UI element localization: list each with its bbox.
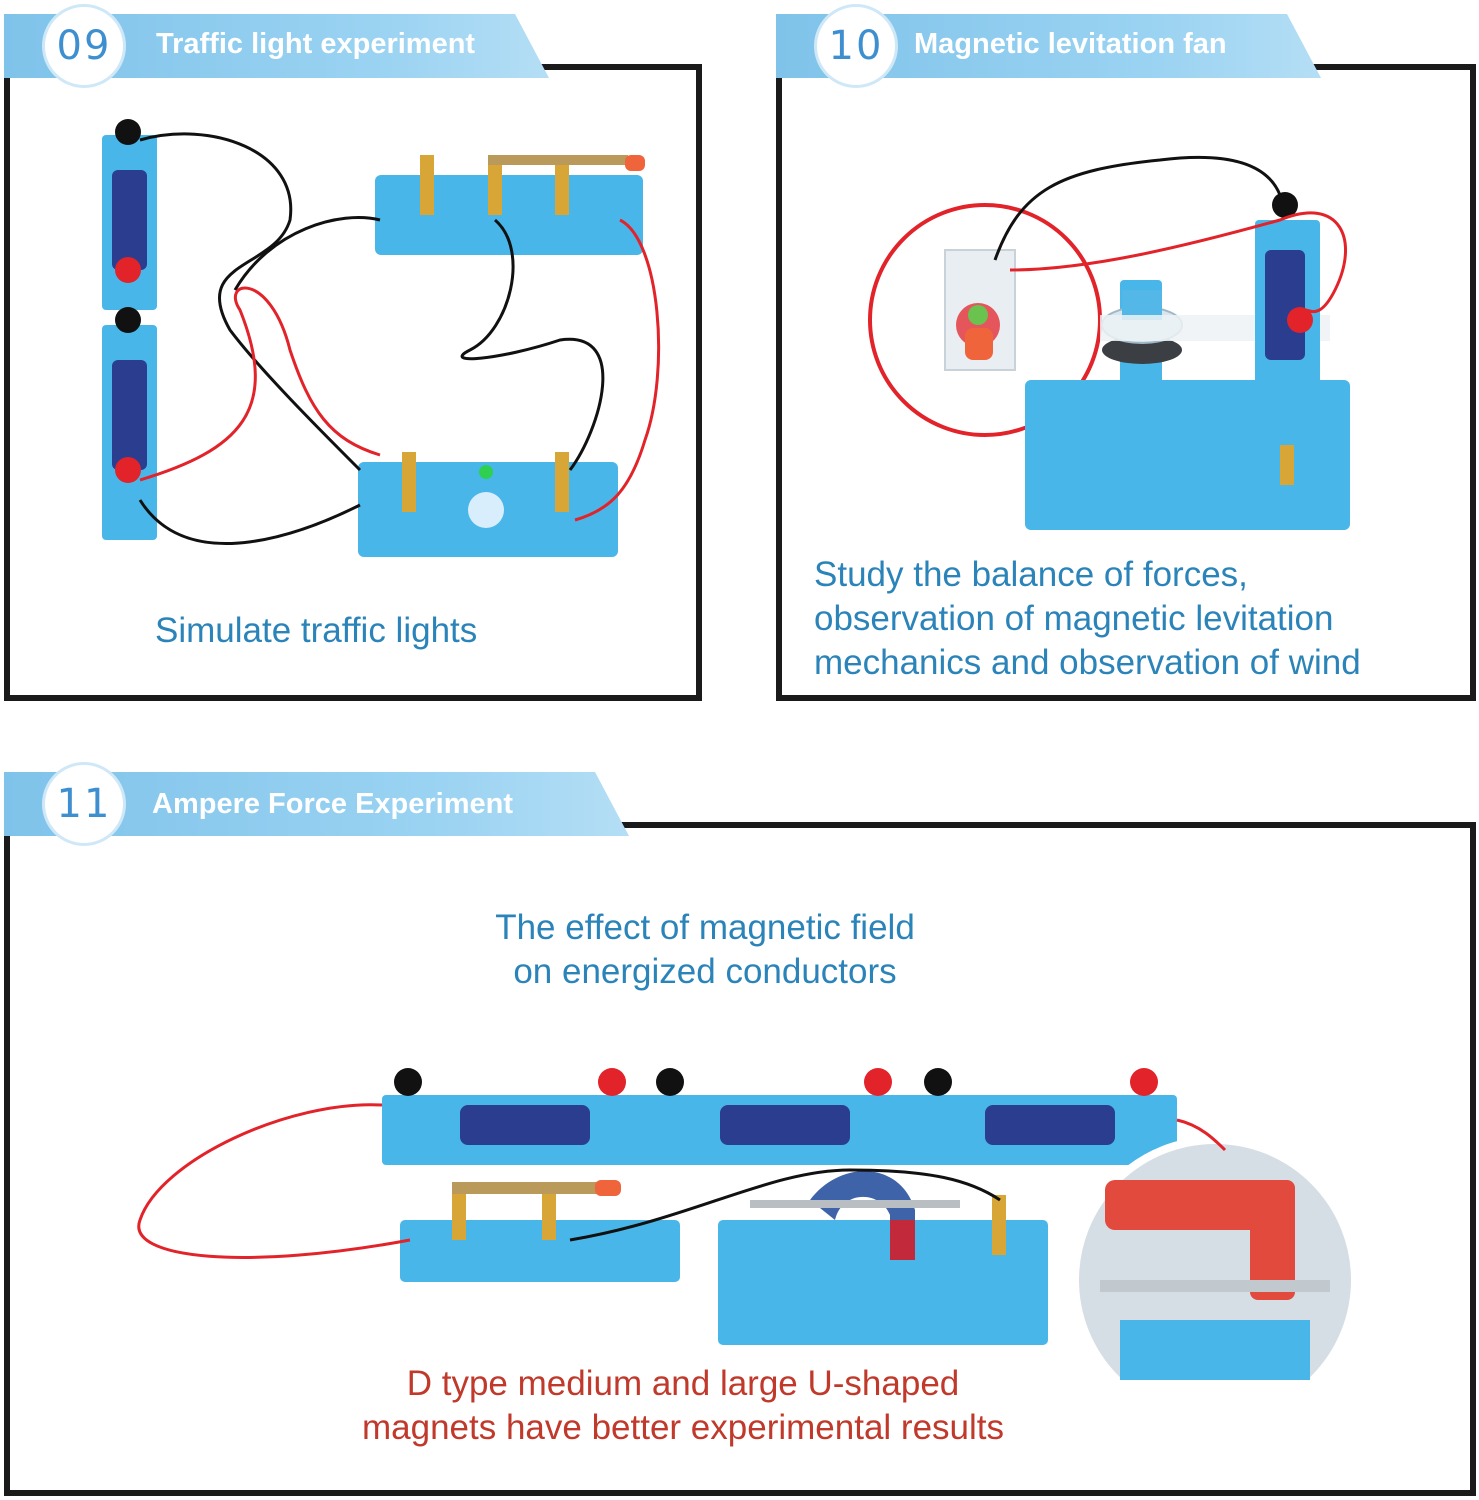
caption-line: mechanics and observation of wind <box>814 643 1361 682</box>
section-09-number: 09 <box>42 4 126 88</box>
caption-line: observation of magnetic levitation <box>814 599 1334 638</box>
section-11-magnet-note: D type medium and large U-shaped magnets… <box>0 1362 1366 1450</box>
caption-line: Simulate traffic lights <box>155 611 478 650</box>
section-09-caption: Simulate traffic lights <box>155 609 477 653</box>
levitation-fan-illustration <box>868 155 1350 530</box>
caption-line: on energized conductors <box>513 952 897 991</box>
section-09-title: Traffic light experiment <box>156 28 476 60</box>
traffic-light-circuit-illustration <box>102 119 661 557</box>
caption-line: Study the balance of forces, <box>814 555 1248 594</box>
section-11-title: Ampere Force Experiment <box>152 788 514 820</box>
section-10-number: 10 <box>814 4 898 88</box>
section-10-caption: Study the balance of forces, observation… <box>814 553 1361 685</box>
ampere-force-illustration <box>137 1068 1359 1380</box>
section-10-title: Magnetic levitation fan <box>914 28 1227 60</box>
caption-line: The effect of magnetic field <box>495 908 915 947</box>
section-11-caption: The effect of magnetic field on energize… <box>0 906 1410 994</box>
note-line: magnets have better experimental results <box>362 1408 1004 1447</box>
note-line: D type medium and large U-shaped <box>406 1364 960 1403</box>
section-11-number: 11 <box>42 762 126 846</box>
